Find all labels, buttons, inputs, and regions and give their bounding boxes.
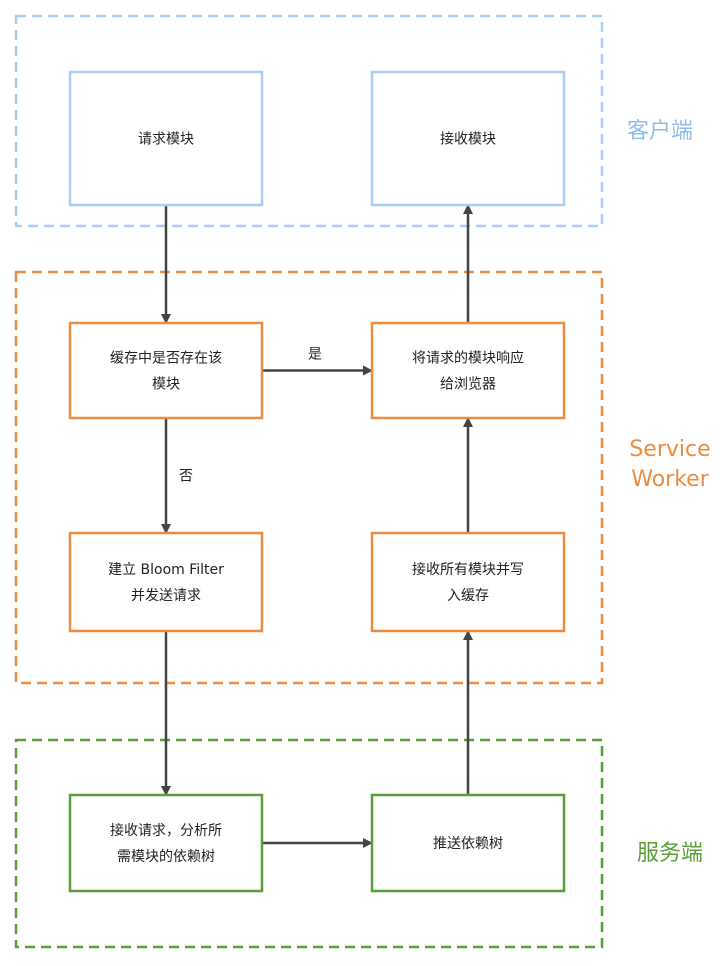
node-label: 接收请求，分析所 bbox=[110, 822, 222, 839]
group-label: Worker bbox=[631, 467, 709, 492]
node-build-bloom-filter: 建立 Bloom Filter 并发送请求 bbox=[68, 531, 264, 633]
node-box bbox=[370, 793, 566, 893]
node-label: 缓存中是否存在该 bbox=[110, 351, 222, 367]
group-border bbox=[14, 14, 604, 228]
node-label: 接收所有模块并写 bbox=[412, 561, 524, 578]
edge-check-cache-to-build-bloom-filter: 否 bbox=[161, 418, 193, 534]
node-label: 模块 bbox=[152, 377, 180, 393]
group-label: Service bbox=[629, 437, 710, 462]
node-label: 推送依赖树 bbox=[433, 836, 503, 852]
node-label: 接收模块 bbox=[440, 131, 496, 148]
edge-label: 是 bbox=[308, 347, 322, 363]
group-client: 客户端 bbox=[14, 14, 693, 228]
node-request-module: 请求模块 bbox=[68, 70, 264, 207]
node-box bbox=[68, 321, 264, 420]
node-push-deps: 推送依赖树 bbox=[370, 793, 566, 893]
node-box bbox=[370, 70, 566, 207]
node-box bbox=[370, 321, 566, 420]
group-border bbox=[14, 270, 604, 685]
node-label: 建立 Bloom Filter bbox=[108, 562, 224, 578]
group-label: 客户端 bbox=[627, 119, 693, 144]
node-label: 将请求的模块响应 bbox=[412, 350, 524, 367]
group-label: 服务端 bbox=[637, 841, 703, 866]
node-label: 入缓存 bbox=[447, 588, 489, 604]
node-label: 需模块的依赖树 bbox=[117, 849, 215, 865]
node-label: 请求模块 bbox=[138, 132, 194, 148]
node-receive-module: 接收模块 bbox=[370, 70, 566, 207]
group-server: 服务端 bbox=[14, 738, 703, 949]
node-label: 并发送请求 bbox=[131, 588, 201, 604]
edge-label: 否 bbox=[179, 469, 193, 485]
node-label: 给浏览器 bbox=[440, 377, 496, 393]
edge-check-cache-to-respond-browser: 是 bbox=[262, 347, 373, 376]
node-box bbox=[68, 793, 264, 893]
node-box bbox=[370, 531, 566, 633]
group-border bbox=[14, 738, 604, 949]
node-box bbox=[68, 70, 264, 207]
node-box bbox=[68, 531, 264, 633]
